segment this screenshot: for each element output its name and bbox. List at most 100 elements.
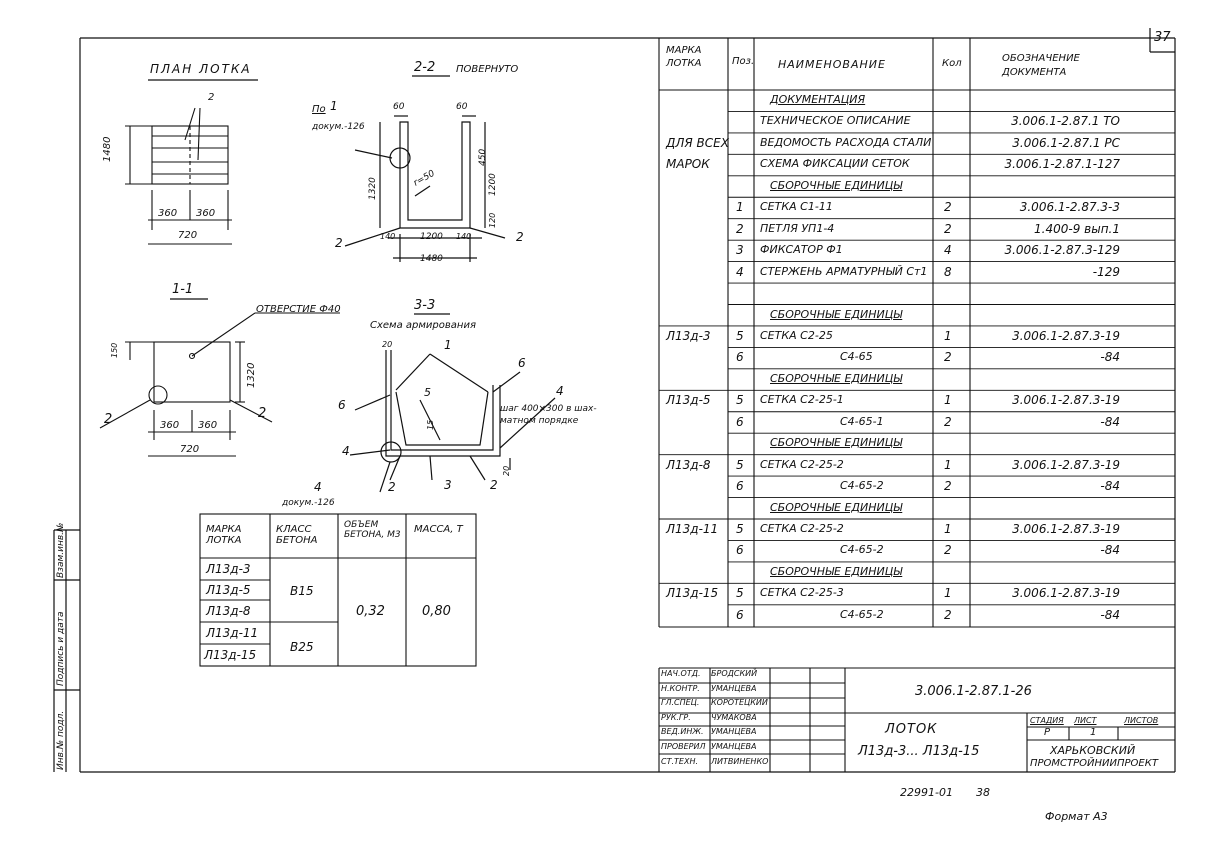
section22-ref-num: 1 [330, 99, 338, 113]
section33-callout-1: 1 [444, 338, 452, 352]
spec-row-heading: ДОКУМЕНТАЦИЯ [770, 93, 866, 106]
title-block-person: БРОДСКИЙ [711, 669, 758, 678]
spec-row-name: ВЕДОМОСТЬ РАСХОДА СТАЛИ [760, 135, 932, 149]
spec-row-qty: 2 [944, 414, 952, 429]
spec-header-qty: Кол [942, 58, 962, 69]
section22-title: 2-2 [414, 60, 436, 75]
title-block-person: УМАНЦЕВА [711, 742, 757, 751]
spec-row-heading: СБОРОЧНЫЕ ЕДИНИЦЫ [770, 436, 903, 450]
spec-row-name: ПЕТЛЯ УП1-4 [760, 221, 835, 235]
section33-callout-5: 5 [424, 386, 431, 399]
plan-callout: 2 [208, 92, 215, 103]
section22-dim-1480: 1480 [420, 254, 443, 264]
spec-row-name: ФИКСАТОР Ф1 [760, 243, 843, 257]
title-block-sheet-h: ЛИСТ [1074, 716, 1097, 725]
section11-dim-720: 720 [180, 444, 200, 455]
spec-row-name: СЕТКА С2-25-2 [760, 457, 844, 471]
plan-dim-a: 360 [158, 208, 178, 219]
title-block-role: НАЧ.ОТД. [661, 669, 701, 678]
spec-row-heading: СБОРОЧНЫЕ ЕДИНИЦЫ [770, 307, 903, 321]
footer-number: 22991-01 [900, 786, 953, 799]
spec-row-doc: -84 [1100, 414, 1120, 429]
side-stamp-signature: Подпись и дата [56, 611, 66, 686]
spec-row-doc: -84 [1100, 543, 1120, 558]
spec-row-pos: 6 [736, 479, 744, 494]
spec-row-pos: 6 [736, 543, 744, 558]
spec-row-heading: СБОРОЧНЫЕ ЕДИНИЦЫ [770, 371, 903, 385]
spec-row-qty: 1 [944, 328, 952, 343]
spec-row-pos: 1 [736, 200, 744, 215]
spec-row-name: С4-65-2 [840, 543, 884, 557]
section22-dim-450: 450 [478, 148, 488, 166]
title-block-marks: Л13д-3... Л13д-15 [858, 744, 980, 759]
section22-dim-140a: 140 [380, 232, 396, 241]
plan-title: ПЛАН ЛОТКА [150, 62, 252, 76]
spec-row-pos: 3 [736, 243, 744, 258]
spec-row-doc: 3.006.1-2.87.3-19 [1012, 393, 1120, 408]
section22-dim-1320: 1320 [368, 177, 378, 200]
section22-callout-right: 2 [516, 230, 524, 244]
section33-dim-20: 20 [382, 340, 393, 349]
spec-row-doc: 3.006.1-2.87.1-127 [1004, 157, 1120, 172]
spec-row-doc: 3.006.1-2.87.1 РС [1012, 135, 1120, 150]
spec-row-pos: 5 [736, 393, 744, 408]
spec-row-name: СЕТКА С2-25-1 [760, 393, 844, 407]
plan-dim-total: 720 [178, 230, 198, 241]
section22-dim-1200b: 1200 [420, 232, 443, 242]
spec-row-pos: 2 [736, 221, 744, 236]
title-block-org2: ПРОМСТРОЙНИИПРОЕКТ [1030, 758, 1158, 769]
section11-hole: ОТВЕРСТИЕ Ф40 [256, 304, 341, 315]
section11-callout-right: 2 [258, 406, 267, 421]
section33-callout-4c: 4 [314, 480, 322, 494]
title-block-role: ГЛ.СПЕЦ. [661, 698, 700, 708]
concrete-mark-2: Л13д-5 [206, 583, 251, 597]
concrete-mark-3: Л13д-8 [206, 604, 251, 618]
spec-row-heading: СБОРОЧНЫЕ ЕДИНИЦЫ [770, 564, 903, 578]
spec-row-doc: 3.006.1-2.87.3-3 [1019, 200, 1120, 215]
spec-row-name: СХЕМА ФИКСАЦИИ СЕТОК [760, 157, 910, 171]
plan-view-drawing [125, 107, 232, 245]
title-block-person: ЛИТВИНЕНКО [711, 756, 769, 766]
spec-header-doc: ОБОЗНАЧЕНИЕ ДОКУМЕНТА [1002, 53, 1080, 78]
spec-row-doc: 1.400-9 вып.1 [1034, 221, 1120, 236]
concrete-mark-5: Л13д-15 [204, 648, 257, 662]
spec-row-mark: ДЛЯ ВСЕХ [666, 135, 729, 150]
title-block-code: 3.006.1-2.87.1-26 [915, 684, 1032, 699]
concrete-class-b15: В15 [290, 584, 314, 598]
section33-ref: докум.-126 [282, 498, 335, 508]
spec-row-qty: 4 [944, 243, 952, 258]
title-block-role: Н.КОНТР. [661, 683, 700, 693]
concrete-mass: 0,80 [422, 604, 451, 619]
spec-header-pos: Поз. [732, 56, 755, 67]
section11-dim-360a: 360 [160, 420, 180, 431]
spec-row-name: СЕТКА С2-25 [760, 328, 833, 342]
section22-ref-line1: По [312, 104, 326, 115]
spec-row-qty: 1 [944, 457, 952, 472]
spec-row-doc: 3.006.1-2.87.3-19 [1012, 522, 1120, 536]
concrete-header-class: КЛАСС БЕТОНА [276, 524, 318, 546]
plan-dim-height: 1480 [102, 136, 113, 162]
section33-callout-6a: 6 [518, 356, 526, 370]
spec-row-qty: 1 [944, 522, 952, 536]
spec-row-pos: 6 [736, 350, 744, 365]
concrete-mark-1: Л13д-3 [206, 562, 251, 576]
title-block-role: ВЕД.ИНЖ. [661, 727, 704, 737]
spec-row-qty: 2 [944, 350, 952, 365]
spec-row-pos: 4 [736, 264, 744, 279]
spec-row-name: СТЕРЖЕНЬ АРМАТУРНЫЙ Ст1 [760, 264, 928, 278]
spec-row-pos: 6 [736, 414, 744, 429]
section22-callout-left: 2 [335, 236, 343, 250]
spec-row-mark: Л13д-3 [666, 328, 711, 343]
title-block-stage-h: СТАДИЯ [1030, 716, 1064, 725]
title-block-person: КОРОТЕЦКИЙ [711, 698, 768, 708]
concrete-mark-4: Л13д-11 [206, 626, 259, 640]
concrete-class-b25: В25 [290, 640, 314, 654]
section33-callout-4b: 4 [342, 444, 350, 458]
spec-row-qty: 1 [944, 586, 952, 601]
spec-row-name: СЕТКА С1-11 [760, 200, 833, 214]
spec-row-qty: 8 [944, 264, 952, 279]
title-block-role: ПРОВЕРИЛ [661, 742, 706, 751]
spec-row-name: СЕТКА С2-25-3 [760, 586, 844, 600]
section11-dim-1320: 1320 [246, 362, 257, 388]
